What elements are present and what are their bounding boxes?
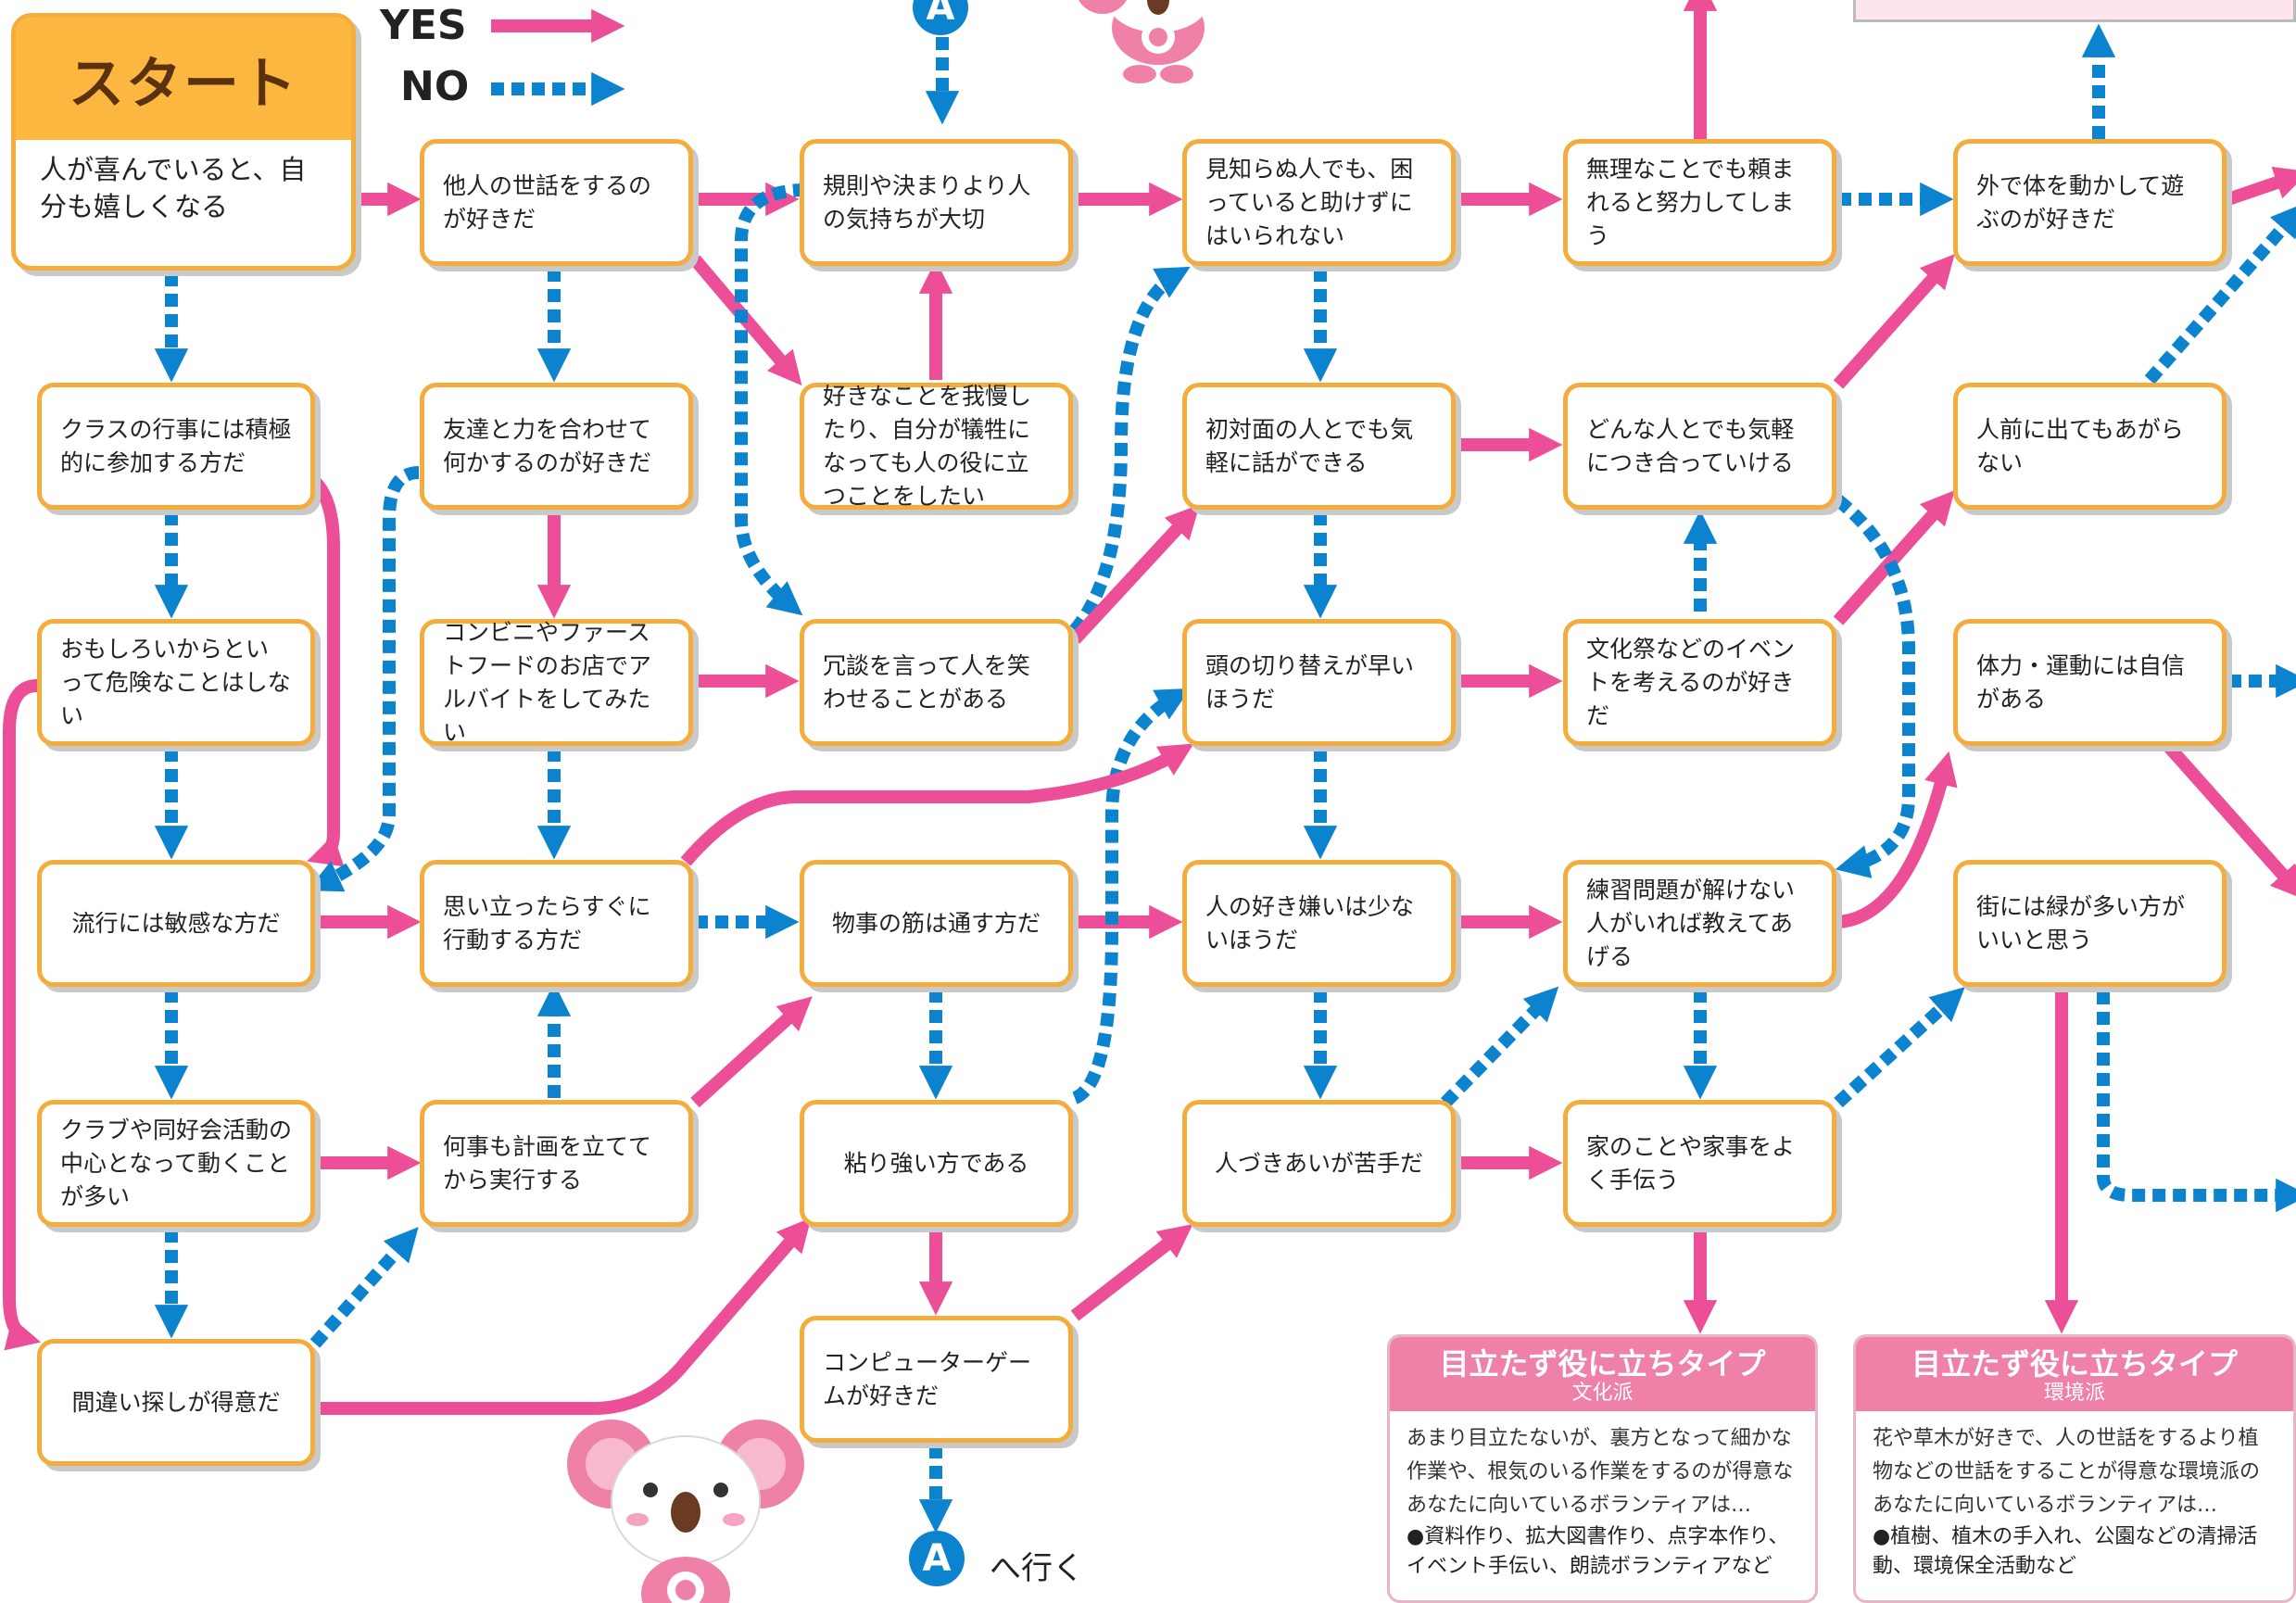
question-node: 家のことや家事をよく手伝う xyxy=(1563,1100,1836,1227)
no-arrow xyxy=(1834,495,1915,878)
question-node: 初対面の人とでも気軽に話ができる xyxy=(1182,383,1456,510)
no-arrow xyxy=(2144,203,2296,385)
question-node: 体力・運動には自信がある xyxy=(1953,619,2227,746)
no-arrow xyxy=(1069,266,1191,635)
connector-a-bottom: A xyxy=(909,1531,965,1586)
question-node: 街には緑が多い方がいいと思う xyxy=(1953,860,2227,987)
no-arrow xyxy=(1834,987,1965,1108)
question-node: 物事の筋は通す方だ xyxy=(800,860,1073,987)
question-node: 外で体を動かして遊ぶのが好きだ xyxy=(1953,139,2227,266)
no-arrow xyxy=(1071,688,1191,1104)
legend-yes-label: YES xyxy=(380,2,467,49)
no-arrow xyxy=(307,466,420,892)
yes-arrow xyxy=(307,477,345,867)
yes-arrow xyxy=(680,743,1194,866)
question-node: 規則や決まりより人の気持ちが大切 xyxy=(800,139,1073,266)
question-node: 頭の切り替えが早いほうだ xyxy=(1182,619,1456,746)
question-node: どんな人とでも気軽につき合っていける xyxy=(1563,383,1836,510)
no-arrow xyxy=(1440,986,1559,1107)
question-node: 人の好き嫌いは少ないほうだ xyxy=(1182,860,1456,987)
result-card-environment: 目立たず役に立ちタイプ 環境派 花や草木が好きで、人の世話をするより植物などの世… xyxy=(1853,1334,2296,1603)
question-node: 見知らぬ人でも、困っていると助けずにはいられない xyxy=(1182,139,1456,266)
question-node: コンビニやファーストフードのお店でアルバイトをしてみたい xyxy=(420,619,693,746)
yes-arrow xyxy=(1837,751,1958,928)
question-node: クラスの行事には積極的に参加する方だ xyxy=(37,383,315,510)
mascots xyxy=(567,0,1209,1603)
result-card-culture: 目立たず役に立ちタイプ 文化派 あまり目立たないが、裏方となって細かな作業や、根… xyxy=(1387,1334,1818,1603)
question-node: 人前に出てもあがらない xyxy=(1953,383,2227,510)
question-node: 間違い探しが得意だ xyxy=(37,1339,315,1466)
koala-mascot-top xyxy=(1079,0,1209,83)
result-subtitle: 文化派 xyxy=(1571,1382,1634,1405)
no-arrow xyxy=(309,1227,419,1348)
question-node: クラブや同好会活動の中心となって動くことが多い xyxy=(37,1100,315,1227)
question-node: コンピューターゲームが好きだ xyxy=(800,1316,1073,1443)
result-description: あまり目立たないが、裏方となって細かな作業や、根気のいる作業をするのが得意なあな… xyxy=(1407,1427,1794,1517)
flowchart-edges xyxy=(2,0,2296,1534)
question-node: 何事も計画を立ててから実行する xyxy=(420,1100,693,1227)
yes-arrow xyxy=(315,1218,812,1415)
start-question: 人が喜んでいると、自分も嬉しくなる xyxy=(40,154,307,222)
result-recommendation: ●資料作り、拡大図書作り、点字本作り、イベント手伝い、朗読ボランティアなど xyxy=(1407,1525,1789,1578)
result-subtitle: 環境派 xyxy=(2043,1382,2105,1405)
question-node: 流行には敏感な方だ xyxy=(37,860,315,987)
result-body: あまり目立たないが、裏方となって細かな作業や、根気のいる作業をするのが得意なあな… xyxy=(1390,1411,1815,1593)
question-node: 粘り強い方である xyxy=(800,1100,1073,1227)
result-title: 目立たず役に立ちタイプ xyxy=(1911,1346,2238,1382)
question-node: 友達と力を合わせて何かするのが好きだ xyxy=(420,383,693,510)
goto-a-label: へ行く xyxy=(990,1550,1084,1587)
result-recommendation: ●植樹、植木の手入れ、公園などの清掃活動、環境保全活動など xyxy=(1873,1525,2258,1578)
question-node: 練習問題が解けない人がいれば教えてあげる xyxy=(1563,860,1836,987)
question-node: 文化祭などのイベントを考えるのが好きだ xyxy=(1563,619,1836,746)
yes-arrow xyxy=(690,996,813,1108)
question-node: 思い立ったらすぐに行動する方だ xyxy=(420,860,693,987)
result-header: 目立たず役に立ちタイプ 環境派 xyxy=(1856,1337,2293,1411)
yes-arrow xyxy=(1833,254,1955,389)
top-right-result-box xyxy=(1853,0,2296,22)
yes-arrow xyxy=(2226,166,2296,206)
result-title: 目立たず役に立ちタイプ xyxy=(1439,1346,1766,1382)
yes-arrow xyxy=(2,679,42,1351)
yes-arrow xyxy=(1069,504,1200,644)
result-body: 花や草木が好きで、人の世話をするより植物などの世話をすることが得意な環境派のあな… xyxy=(1856,1411,2293,1593)
question-node: 冗談を言って人を笑わせることがある xyxy=(800,619,1073,746)
yes-arrow xyxy=(1833,490,1955,625)
question-node: 無理なことでも頼まれると努力してしまう xyxy=(1563,139,1836,266)
yes-arrow xyxy=(2163,741,2296,900)
no-arrow xyxy=(735,183,807,616)
yes-arrow xyxy=(1070,1224,1193,1321)
question-node: 他人の世話をするのが好きだ xyxy=(420,139,693,266)
question-node: おもしろいからといって危険なことはしない xyxy=(37,619,315,746)
legend-no-label: NO xyxy=(400,63,470,110)
no-arrow xyxy=(2097,991,2296,1213)
start-node: スタート 人が喜んでいると、自分も嬉しくなる xyxy=(11,13,356,271)
result-header: 目立たず役に立ちタイプ 文化派 xyxy=(1390,1337,1815,1411)
question-node: 好きなことを我慢したり、自分が犠牲になっても人の役に立つことをしたい xyxy=(800,383,1073,510)
koala-mascot-bottom xyxy=(567,1420,804,1603)
start-title: スタート xyxy=(16,18,351,140)
result-description: 花や草木が好きで、人の世話をするより植物などの世話をすることが得意な環境派のあな… xyxy=(1873,1427,2261,1517)
question-node: 人づきあいが苦手だ xyxy=(1182,1100,1456,1227)
